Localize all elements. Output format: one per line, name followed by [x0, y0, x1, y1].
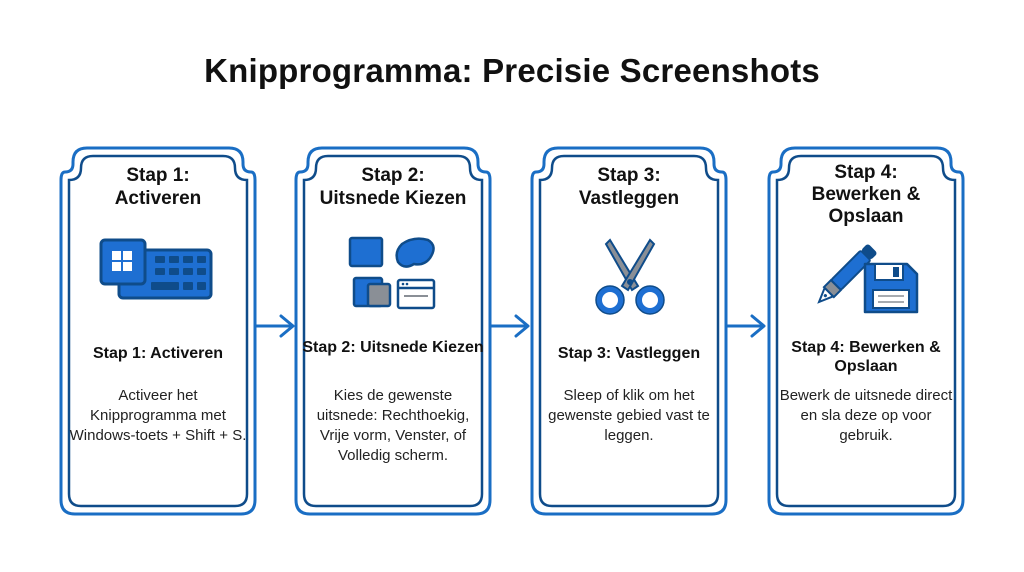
card-frame [530, 146, 728, 516]
scissors-icon [595, 238, 665, 315]
step-heading-line1: Stap 1: [126, 165, 190, 186]
step-subheading: Stap 2: Uitsnede Kiezen [302, 339, 484, 356]
arrow-right-icon [253, 314, 295, 338]
step-heading-line1: Stap 3: [597, 165, 661, 186]
step-description: Activeer het Knipprogramma met Windows-t… [69, 387, 247, 444]
step-heading-line1: Stap 2: [361, 165, 425, 186]
step-subheading: Stap 3: Vastleggen [557, 345, 701, 362]
step-card-3: Stap 3: Vastleggen Stap 3: Vastleggen Sl… [530, 146, 728, 516]
step-heading: Stap 2: Uitsnede Kiezen [294, 164, 492, 210]
step-heading-line2: Uitsnede Kiezen [319, 188, 467, 209]
step-card-1: Stap 1: Activeren Stap 1: Activeren Acti… [59, 146, 257, 516]
step-card-4: Stap 4: Bewerken & Opslaan Stap 4: Bewer… [767, 146, 965, 516]
step-card-2: Stap 2: Uitsnede Kiezen Stap 2: Uitsnede… [294, 146, 492, 516]
step-subheading: Stap 1: Activeren [92, 345, 224, 362]
step-description: Sleep of klik om het gewenste gebied vas… [548, 387, 710, 444]
keyboard-windows-key-icon [99, 238, 213, 300]
step-description: Kies de gewenste uitsnede: Rechthoekig, … [316, 387, 470, 464]
arrow-right-icon [724, 314, 766, 338]
card-frame [294, 146, 492, 516]
card-frame [767, 146, 965, 516]
step-heading-line1: Stap 4: [834, 162, 898, 183]
step-heading-line2: Activeren [114, 188, 202, 209]
step-description: Bewerk de uitsnede direct en sla deze op… [779, 387, 953, 444]
step-heading: Stap 4: Bewerken & Opslaan [767, 162, 965, 228]
step-heading: Stap 3: Vastleggen [530, 164, 728, 210]
step-heading-line2: Vastleggen [578, 188, 680, 209]
step-heading: Stap 1: Activeren [59, 164, 257, 210]
snip-shapes-icon [348, 236, 436, 310]
pen-and-floppy-disk-icon [817, 244, 919, 314]
step-heading-line2: Bewerken & [811, 184, 921, 205]
step-subheading: Stap 4: Bewerken & Opslaan [791, 339, 941, 375]
arrow-right-icon [488, 314, 530, 338]
page-title: Knipprogramma: Precisie Screenshots [204, 52, 820, 89]
step-heading-line3: Opslaan [828, 206, 904, 227]
